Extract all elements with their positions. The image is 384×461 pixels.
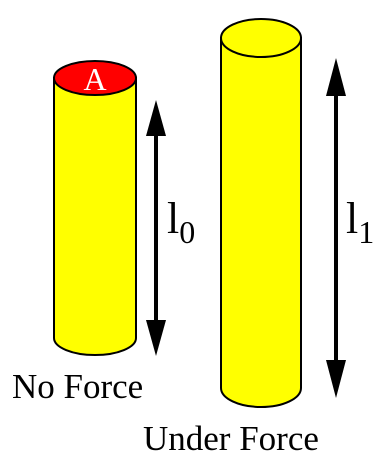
length-arrow-l1	[326, 58, 346, 398]
tall-cylinder-body	[220, 37, 302, 408]
tall-cylinder-top-face	[220, 18, 302, 58]
area-label: A	[83, 61, 106, 97]
tall-cylinder	[220, 18, 302, 408]
arrowhead-up	[326, 58, 346, 96]
short-cylinder-body	[53, 77, 137, 356]
arrowhead-down	[326, 360, 346, 398]
arrowhead-down	[146, 320, 166, 356]
length-label-l0: l0	[167, 194, 195, 250]
caption-no-force: No Force	[12, 367, 143, 406]
short-cylinder-top-face	[53, 60, 137, 96]
arrowhead-up	[146, 100, 166, 136]
caption-under-force: Under Force	[143, 419, 319, 458]
short-cylinder: A	[53, 60, 137, 356]
length-label-l1: l1	[346, 194, 374, 250]
length-arrow-l0	[146, 100, 166, 356]
